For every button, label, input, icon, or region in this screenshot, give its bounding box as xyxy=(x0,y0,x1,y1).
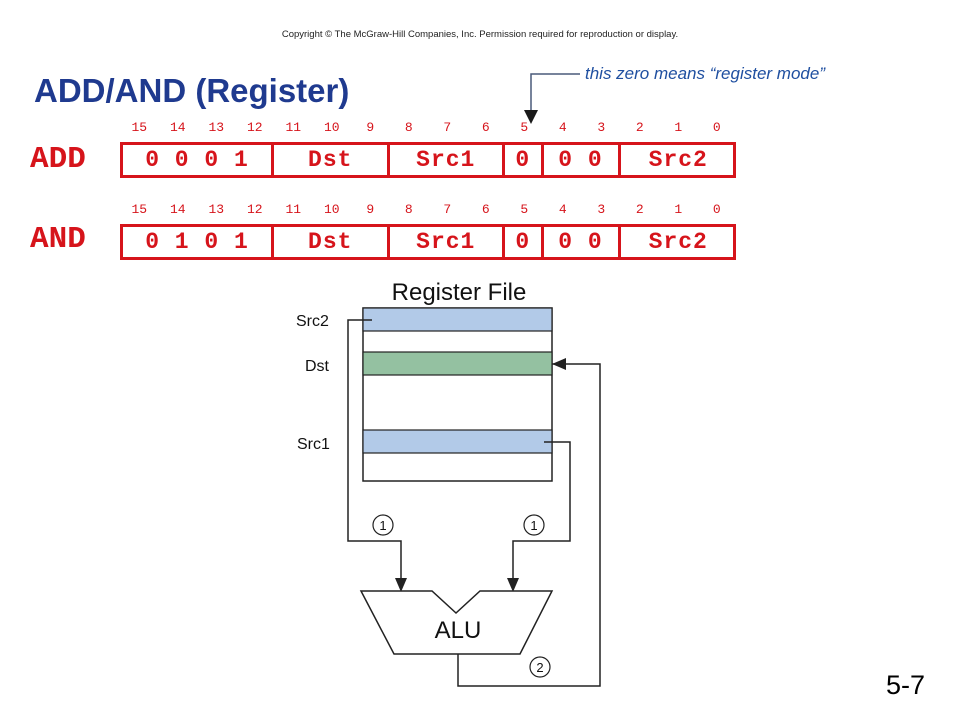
add-field: 0 xyxy=(505,145,544,175)
bit-number: 13 xyxy=(208,120,225,135)
add-field: Src1 xyxy=(390,145,505,175)
bit-number: 3 xyxy=(597,120,606,135)
copyright-notice: Copyright © The McGraw-Hill Companies, I… xyxy=(281,29,679,40)
result-wire xyxy=(457,363,601,687)
result-arrowhead xyxy=(552,358,566,370)
bit-number: 7 xyxy=(443,202,452,217)
bit-number: 9 xyxy=(366,202,375,217)
bit-number: 8 xyxy=(404,202,413,217)
bit-number: 11 xyxy=(285,120,302,135)
add-opcode-name: ADD xyxy=(30,142,86,177)
bit-number: 11 xyxy=(285,202,302,217)
bit-number: 7 xyxy=(443,120,452,135)
slide-title: ADD/AND (Register) xyxy=(34,72,350,109)
src2-register xyxy=(362,307,553,332)
src1-wire xyxy=(512,441,571,582)
src1-label: Src1 xyxy=(297,436,330,453)
step-1-left-marker xyxy=(372,514,394,536)
and-opcode-name: AND xyxy=(30,222,86,257)
bit-number: 2 xyxy=(635,120,644,135)
src1-arrowhead xyxy=(507,578,519,592)
src1-register xyxy=(362,429,553,454)
bit-number: 12 xyxy=(246,120,263,135)
alu-label: ALU xyxy=(435,617,482,644)
add-field: Src2 xyxy=(648,147,708,173)
and-field: Src2 xyxy=(648,229,708,255)
and-field: Dst xyxy=(274,227,390,257)
bit-number: 15 xyxy=(131,120,148,135)
and-field: 0 1 0 1 xyxy=(123,227,274,257)
bit-number: 15 xyxy=(131,202,148,217)
step-1-right-label: 1 xyxy=(530,518,537,533)
step-2-marker xyxy=(529,656,551,678)
bit-number: 5 xyxy=(520,120,529,135)
step-1-right-marker xyxy=(523,514,545,536)
bit-number: 0 xyxy=(712,120,721,135)
bit-number: 4 xyxy=(558,202,567,217)
bit-number: 0 xyxy=(712,202,721,217)
bit-number: 3 xyxy=(597,202,606,217)
bit-number: 14 xyxy=(169,202,186,217)
and-field: Src1 xyxy=(390,227,505,257)
slide-number: 5-7 xyxy=(886,670,926,700)
bit-number: 4 xyxy=(558,120,567,135)
and-field: 0 xyxy=(505,227,544,257)
bit-number: 12 xyxy=(246,202,263,217)
step-2-label: 2 xyxy=(536,660,543,675)
alu xyxy=(359,590,554,655)
add-field: 0 0 0 1 xyxy=(123,145,274,175)
register-file xyxy=(362,307,553,482)
add-field: Dst xyxy=(274,145,390,175)
bit-number: 8 xyxy=(404,120,413,135)
bit-number: 1 xyxy=(674,120,683,135)
and-field: 0 0 xyxy=(544,227,621,257)
add-field: 0 0 xyxy=(544,145,621,175)
bit-number: 9 xyxy=(366,120,375,135)
bit-number: 14 xyxy=(169,120,186,135)
src2-wire xyxy=(347,319,402,582)
bit-number: 6 xyxy=(481,202,490,217)
register-mode-annotation: this zero means “register mode” xyxy=(585,64,825,83)
bit-number: 1 xyxy=(674,202,683,217)
step-1-left-label: 1 xyxy=(379,518,386,533)
bit-number: 2 xyxy=(635,202,644,217)
dst-label: Dst xyxy=(305,358,330,375)
src2-label: Src2 xyxy=(296,313,329,330)
bit-number: 6 xyxy=(481,120,490,135)
register-file-label: Register File xyxy=(392,279,527,306)
bit-number: 13 xyxy=(208,202,225,217)
bit-number: 10 xyxy=(323,202,340,217)
bit-number: 5 xyxy=(520,202,529,217)
src2-arrowhead xyxy=(395,578,407,592)
bit-number: 10 xyxy=(323,120,340,135)
dst-register xyxy=(362,351,553,376)
